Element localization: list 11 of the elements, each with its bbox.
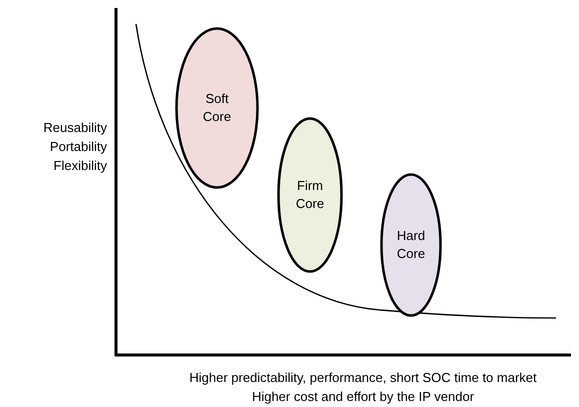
axis-label: Portability <box>50 139 107 154</box>
ellipse-node <box>175 27 259 189</box>
ellipse-node <box>277 117 343 273</box>
axis-caption: Higher predictability, performance, short SOC time to market <box>189 370 537 385</box>
axis-label: Reusability <box>43 120 107 135</box>
node-label: Hard Core <box>396 227 426 263</box>
ellipse-node <box>380 173 442 317</box>
axis-label: Flexibility <box>54 158 107 173</box>
axis-caption: Higher cost and effort by the IP vendor <box>252 389 474 404</box>
node-label: Soft Core <box>202 90 232 126</box>
node-label: Firm Core <box>294 177 326 213</box>
